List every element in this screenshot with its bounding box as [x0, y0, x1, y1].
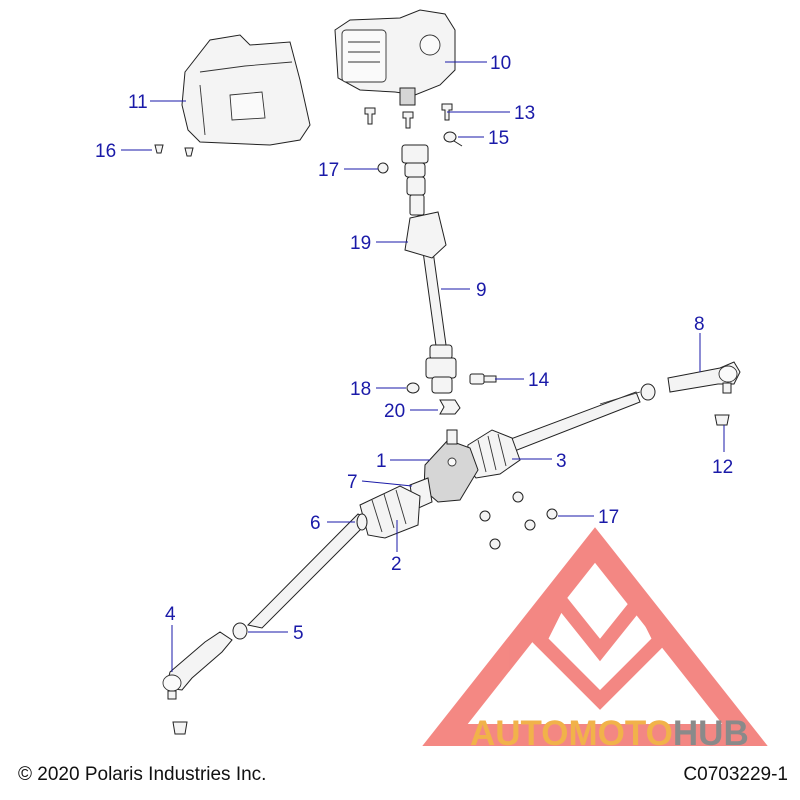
- callout-8: 8: [694, 314, 705, 335]
- copyright-text: © 2020 Polaris Industries Inc.: [18, 764, 267, 785]
- upper-u-joint: [401, 144, 429, 216]
- callout-17-lower: 17: [598, 507, 619, 528]
- callout-16: 16: [95, 141, 116, 162]
- clip-20: [439, 399, 461, 415]
- callout-6: 6: [310, 513, 321, 534]
- part-8-tie-rod-end: [667, 361, 741, 394]
- callout-1: 1: [376, 451, 387, 472]
- callout-17-upper: 17: [318, 160, 339, 181]
- nut-12: [714, 414, 730, 426]
- steering-rack: [247, 391, 641, 629]
- nut-5: [232, 622, 248, 640]
- watermark-text-auto: AUTO: [470, 714, 569, 753]
- jam-nut-right: [640, 383, 656, 401]
- watermark-text-hub: HUB: [672, 714, 749, 753]
- callout-20: 20: [384, 401, 405, 422]
- part-19-boot: [404, 211, 447, 259]
- callout-7: 7: [347, 472, 358, 493]
- callout-14: 14: [528, 370, 550, 391]
- callout-4: 4: [165, 604, 176, 625]
- bolt-15: [443, 131, 463, 147]
- watermark-text-moto: MOTO: [568, 714, 673, 753]
- callout-3: 3: [556, 451, 567, 472]
- callout-18: 18: [350, 379, 371, 400]
- part-4-tie-rod-end: [162, 631, 233, 700]
- callout-5: 5: [293, 623, 304, 644]
- bolt-14: [469, 373, 497, 385]
- callout-12: 12: [712, 457, 733, 478]
- lower-u-joint: [425, 344, 457, 394]
- part-10-eps-unit: [334, 9, 456, 106]
- watermark-text: AUTOMOTOHUB: [470, 714, 749, 754]
- callout-labels: 1 2 3 4 5 6 7 8 9 10 11 12 13 14 15 16 1…: [95, 53, 733, 644]
- drawing-id: C0703229-1: [683, 764, 788, 785]
- watermark-logo-icon: [422, 527, 768, 746]
- callout-10: 10: [490, 53, 511, 74]
- nut-17-upper: [377, 162, 389, 174]
- clips-16: [154, 144, 194, 157]
- callout-11: 11: [128, 92, 148, 113]
- callout-19: 19: [350, 233, 371, 254]
- nut-18: [406, 382, 420, 394]
- callout-13: 13: [514, 103, 535, 124]
- nuts-17-lower: [479, 491, 558, 550]
- callout-15: 15: [488, 128, 509, 149]
- nut-bottom-left: [172, 721, 188, 735]
- callout-9: 9: [476, 280, 487, 301]
- leader-lines: [121, 61, 725, 672]
- bolts-13: [364, 103, 453, 129]
- part-11-cover: [181, 34, 311, 146]
- callout-2: 2: [391, 554, 402, 575]
